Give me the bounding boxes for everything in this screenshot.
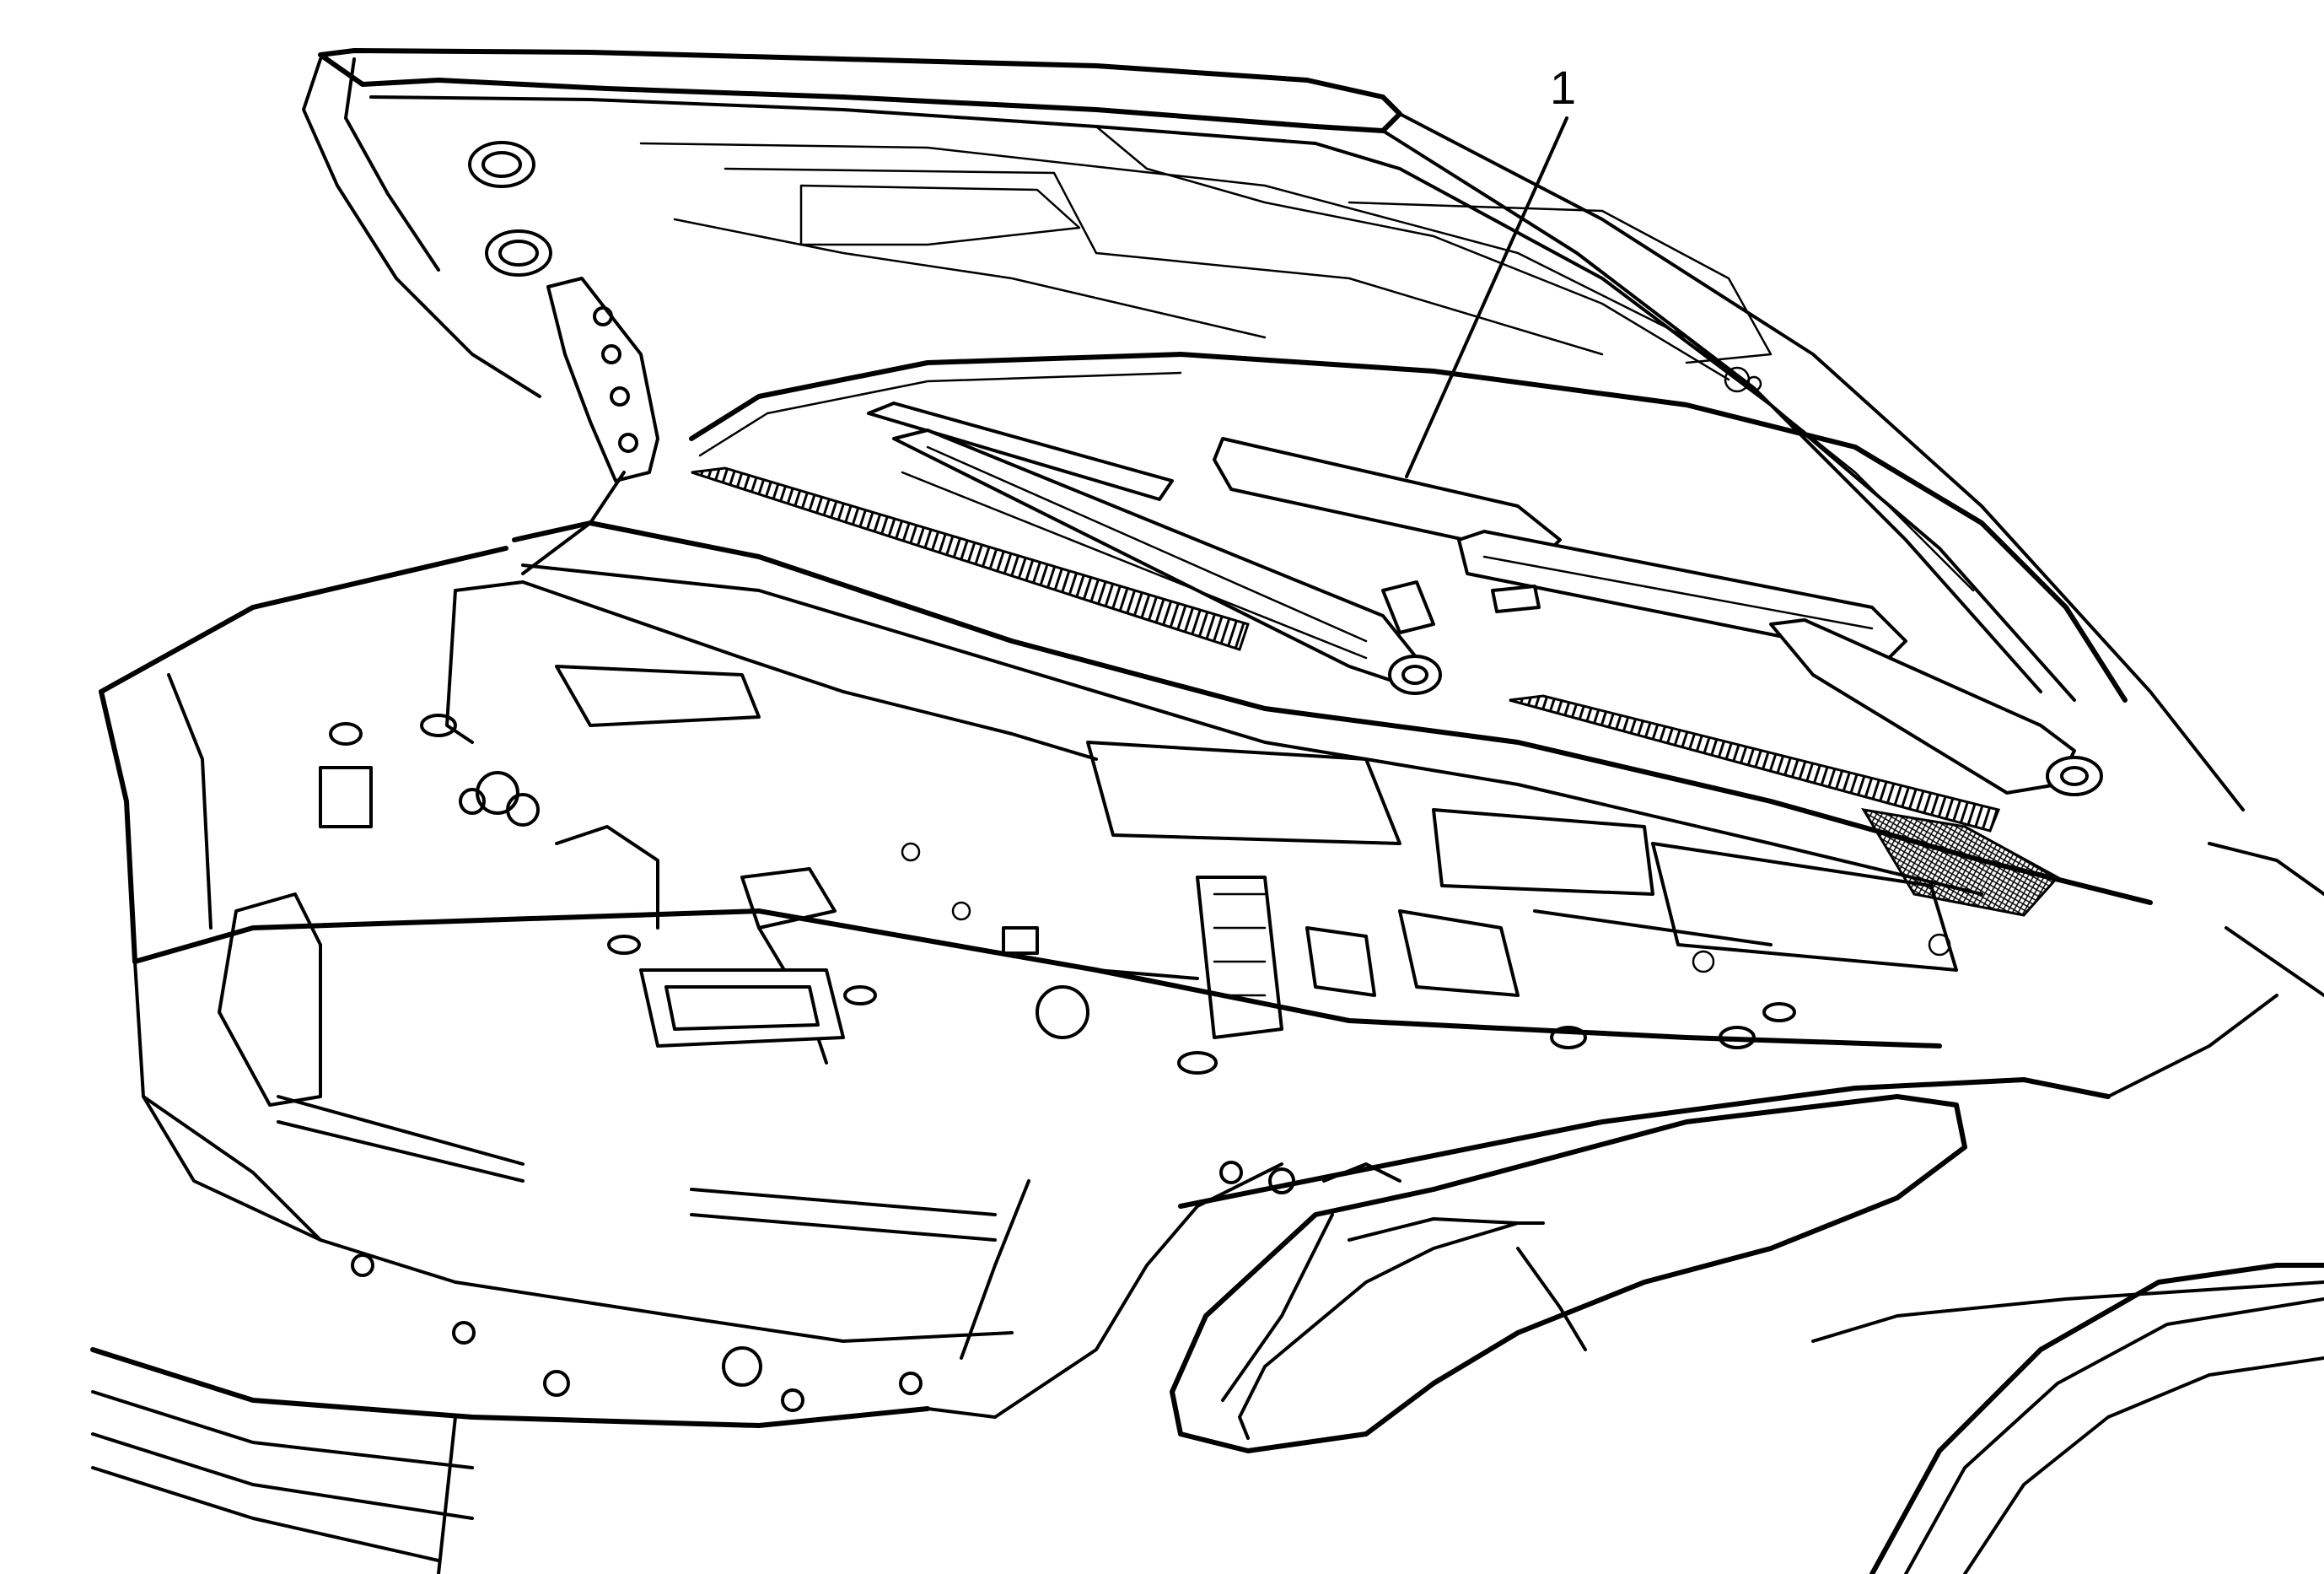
cowl-grille	[512, 466, 2153, 917]
front-body	[90, 673, 1199, 1574]
windshield	[689, 352, 2128, 703]
open-hood	[302, 48, 2245, 811]
hood-hinge	[521, 277, 659, 575]
right-fender-headlamp	[1170, 842, 2324, 1574]
right-wiper-assembly	[1213, 437, 2103, 796]
left-wiper-assembly	[867, 402, 1442, 695]
radiator-support	[99, 546, 1942, 1412]
callout-1-leader-line	[1405, 116, 1568, 478]
callout-1-label: 1	[1550, 61, 1577, 114]
engine-components	[319, 580, 1958, 1065]
